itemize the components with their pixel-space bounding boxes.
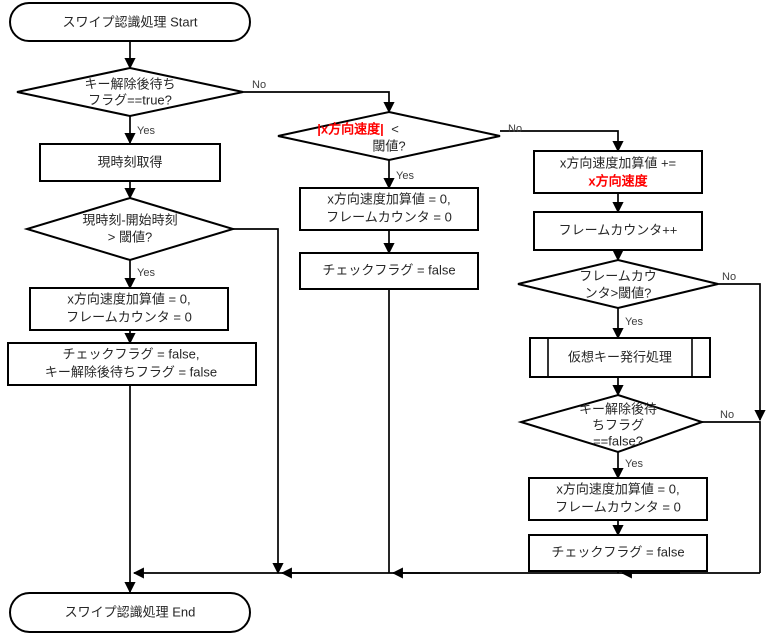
node-reset-mid[interactable]: x方向速度加算値 = 0, フレームカウンタ = 0 — [299, 187, 479, 231]
label-frame-counter-yes: Yes — [625, 316, 643, 328]
node-decision-time-diff[interactable]: 現時刻-開始時刻 > 閾値? — [23, 196, 237, 262]
decision-key-release-wait-line2: フラグ==true? — [88, 92, 172, 107]
process-reset-right-shape — [528, 477, 708, 521]
process-get-current-time-label: 現時刻取得 — [97, 154, 162, 169]
process-reset-right-line1: x方向速度加算値 = 0, — [556, 481, 679, 496]
connector-keyfalse-no — [702, 421, 761, 573]
decision-key-release-false-line3: ==false? — [593, 433, 643, 448]
label-key-release-no: No — [252, 79, 266, 91]
decision-speed-threshold-line2: 閾値? — [372, 138, 405, 153]
process-frame-counter-inc-shape — [533, 211, 703, 251]
process-reset-left-line2: フレームカウンタ = 0 — [66, 309, 192, 324]
process-frame-counter-inc-label: フレームカウンタ++ — [559, 222, 678, 237]
label-key-false-no: No — [720, 409, 734, 421]
decision-time-diff-line1: 現時刻-開始時刻 — [82, 212, 177, 227]
node-virtual-key-issue[interactable]: 仮想キー発行処理 — [529, 337, 711, 378]
node-decision-key-release-wait[interactable]: キー解除後待ち フラグ==true? — [16, 66, 244, 118]
process-reset-right-line2: フレームカウンタ = 0 — [555, 499, 681, 514]
connector-speed-no — [500, 130, 624, 153]
process-accumulate-speed-line1: x方向速度加算値 += — [560, 155, 676, 170]
node-clear-flags-left[interactable]: チェックフラグ = false, キー解除後待ちフラグ = false — [7, 342, 257, 386]
end-label: スワイプ認識処理 End — [65, 604, 196, 619]
process-accumulate-speed-line2: x方向速度 — [588, 173, 648, 188]
decision-frame-counter-line2: ンタ>閾値? — [585, 285, 652, 300]
decision-speed-threshold-shape — [277, 110, 501, 162]
decision-key-release-false-line2: ちフラグ — [592, 417, 644, 432]
label-key-release-yes: Yes — [137, 125, 155, 137]
connector-layer — [124, 41, 766, 594]
process-get-current-time-shape — [39, 143, 221, 182]
process-clear-flags-left-shape — [7, 342, 257, 386]
decision-key-release-false-line1: キー解除後待 — [579, 401, 657, 416]
process-checkflag-mid-label: チェックフラグ = false — [322, 262, 455, 277]
process-checkflag-right-shape — [528, 534, 708, 572]
node-get-current-time[interactable]: 現時刻取得 — [39, 143, 221, 182]
label-key-false-yes: Yes — [625, 458, 643, 470]
node-decision-speed-threshold[interactable]: |x方向速度| < 閾値? — [277, 110, 501, 162]
process-reset-mid-shape — [299, 187, 479, 231]
predefined-process-virtual-key-shape — [529, 337, 711, 378]
node-checkflag-right[interactable]: チェックフラグ = false — [528, 534, 708, 572]
node-end[interactable]: スワイプ認識処理 End — [9, 592, 251, 633]
node-frame-counter-inc[interactable]: フレームカウンタ++ — [533, 211, 703, 251]
decision-speed-threshold-line1: |x方向速度| < — [317, 117, 399, 136]
decision-time-diff-shape — [23, 196, 237, 262]
predefined-process-virtual-key-label: 仮想キー発行処理 — [568, 349, 672, 364]
node-checkflag-mid[interactable]: チェックフラグ = false — [299, 252, 479, 290]
decision-speed-threshold-operator: < — [391, 121, 399, 136]
label-frame-counter-no: No — [722, 271, 736, 283]
decision-frame-counter-shape — [517, 258, 719, 310]
process-checkflag-mid-shape — [299, 252, 479, 290]
process-checkflag-right-label: チェックフラグ = false — [551, 544, 684, 559]
label-speed-no: No — [508, 123, 522, 135]
decision-key-release-wait-line1: キー解除後待ち — [84, 76, 175, 91]
node-reset-right[interactable]: x方向速度加算値 = 0, フレームカウンタ = 0 — [528, 477, 708, 521]
node-start[interactable]: スワイプ認識処理 Start — [9, 2, 251, 42]
connector-framecounter-no — [718, 283, 766, 422]
process-clear-flags-left-line2: キー解除後待ちフラグ = false — [45, 364, 217, 379]
process-reset-left-shape — [29, 287, 229, 331]
process-reset-mid-line1: x方向速度加算値 = 0, — [327, 191, 450, 206]
process-accumulate-speed-shape — [533, 150, 703, 194]
decision-time-diff-line2: > 閾値? — [108, 229, 152, 244]
start-label: スワイプ認識処理 Start — [62, 14, 197, 29]
start-terminator-shape — [9, 2, 251, 42]
node-reset-left[interactable]: x方向速度加算値 = 0, フレームカウンタ = 0 — [29, 287, 229, 331]
connector-diff-no — [233, 228, 284, 575]
end-terminator-shape — [9, 592, 251, 633]
process-reset-left-line1: x方向速度加算値 = 0, — [67, 291, 190, 306]
decision-speed-threshold-accent: |x方向速度| — [317, 121, 384, 136]
node-decision-frame-counter[interactable]: フレームカウ ンタ>閾値? — [517, 258, 719, 310]
decision-frame-counter-line1: フレームカウ — [579, 268, 657, 283]
decision-key-release-wait-shape — [16, 66, 244, 118]
node-accumulate-speed[interactable]: x方向速度加算値 += x方向速度 — [533, 150, 703, 194]
node-decision-key-release-false[interactable]: キー解除後待 ちフラグ ==false? — [517, 393, 706, 454]
process-reset-mid-line2: フレームカウンタ = 0 — [326, 209, 452, 224]
decision-key-release-false-shape — [517, 393, 706, 454]
process-clear-flags-left-line1: チェックフラグ = false, — [63, 346, 200, 361]
label-time-diff-yes: Yes — [137, 267, 155, 279]
connector-keyflag-no — [243, 91, 395, 114]
label-speed-yes: Yes — [396, 170, 414, 182]
